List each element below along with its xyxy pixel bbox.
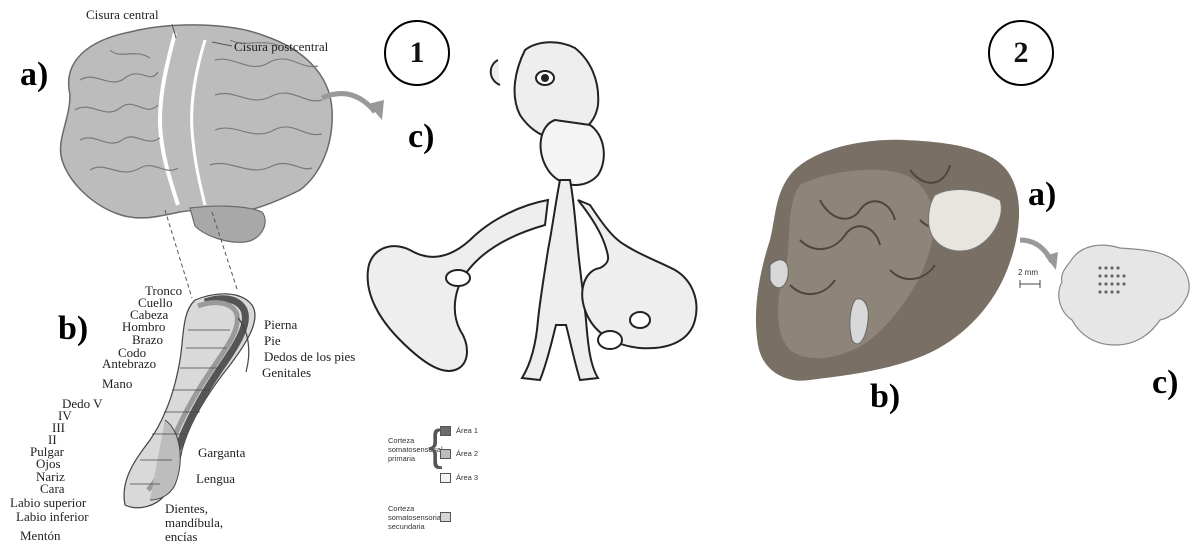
label-dedos-pies: Dedos de los pies (264, 350, 355, 364)
panel-1-label-b: b) (58, 312, 88, 346)
label-cara: Cara (40, 482, 65, 496)
panel-1-number: 1 (384, 20, 450, 86)
label-pierna: Pierna (264, 318, 297, 332)
somatotopic-map (1020, 245, 1189, 345)
scale-bar-label: 2 mm (1018, 268, 1038, 277)
label-labio-superior: Labio superior (10, 496, 86, 510)
legend-secondary-2: somatosensorial (388, 513, 443, 522)
label-mano: Mano (102, 377, 132, 391)
panel-2-number: 2 (988, 20, 1054, 86)
legend-primary-1: Corteza (388, 436, 414, 445)
legend-primary-3: primaria (388, 454, 415, 463)
legend-area1: Área 1 (456, 426, 478, 435)
label-lengua: Lengua (196, 472, 235, 486)
legend-swatch-area2 (440, 449, 451, 459)
panel-2-label-b: b) (870, 380, 900, 414)
label-encias: encías (165, 530, 197, 544)
label-pie: Pie (264, 334, 281, 348)
label-mandibula: mandíbula, (165, 516, 223, 530)
label-menton: Mentón (20, 529, 60, 543)
legend-swatch-area1 (440, 426, 451, 436)
rodent-brain-photo (756, 140, 1019, 381)
panel-2-label-a: a) (1028, 178, 1056, 212)
label-labio-inferior: Labio inferior (16, 510, 89, 524)
panel-1-label-a: a) (20, 58, 48, 92)
legend-secondary-1: Corteza (388, 504, 414, 513)
panel-2-label-c: c) (1152, 366, 1178, 400)
legend-area3: Área 3 (456, 473, 478, 482)
panel-1-label-c: c) (408, 120, 434, 154)
legend-swatch-area3 (440, 473, 451, 483)
legend-swatch-secondary (440, 512, 451, 522)
label-antebrazo: Antebrazo (102, 357, 156, 371)
label-dientes: Dientes, (165, 502, 208, 516)
label-garganta: Garganta (198, 446, 245, 460)
postcentral-sulcus-label: Cisura postcentral (234, 40, 328, 54)
legend-area2: Área 2 (456, 449, 478, 458)
sensory-homunculus (368, 42, 697, 380)
label-genitales: Genitales (262, 366, 311, 380)
central-sulcus-label: Cisura central (86, 8, 159, 22)
legend-secondary-3: secundaria (388, 522, 425, 531)
brain-lateral-view (61, 24, 333, 242)
